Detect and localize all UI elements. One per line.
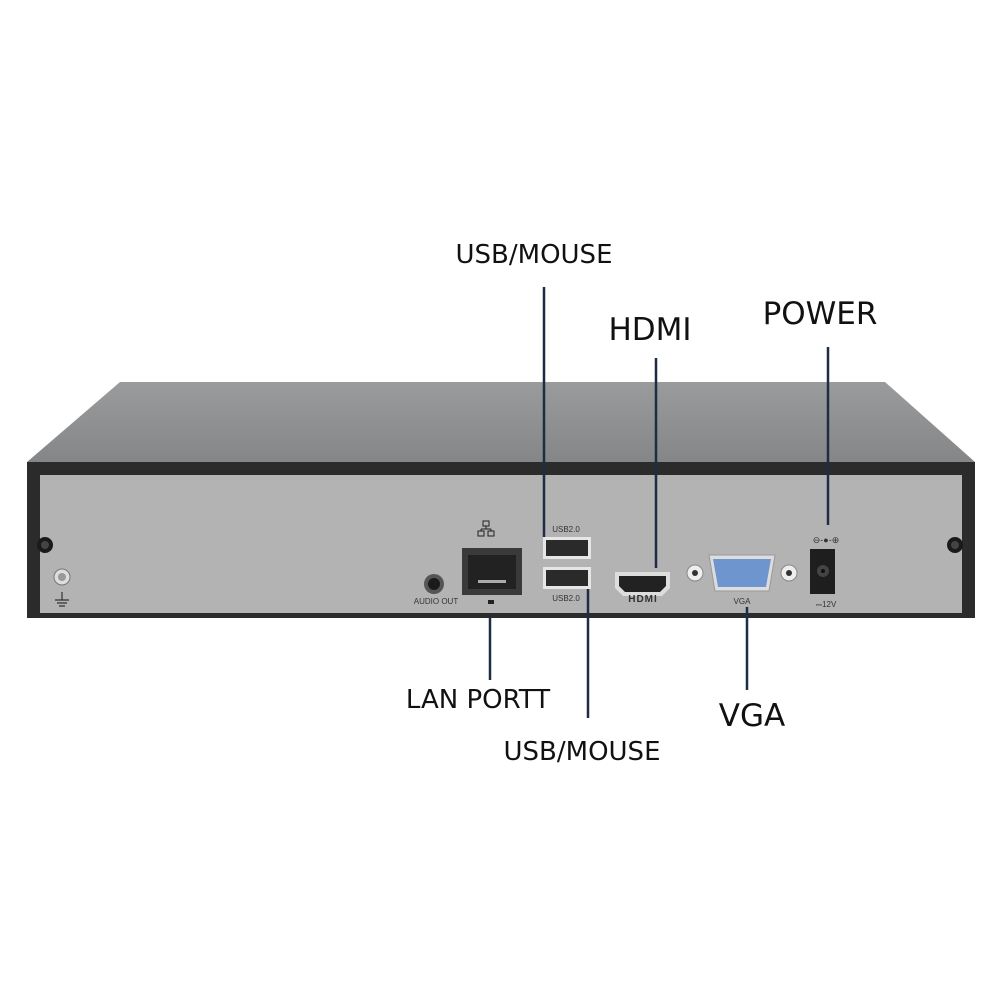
callout-lines xyxy=(488,287,830,718)
label-usb-bottom: USB2.0 xyxy=(552,594,580,603)
chassis-top xyxy=(27,382,975,462)
label-usb-top: USB2.0 xyxy=(552,525,580,534)
label-12v: ⎓12V xyxy=(815,600,837,609)
callout-power: POWER xyxy=(762,296,878,332)
power-jack xyxy=(810,549,835,594)
callout-usb-mouse-top: USB/MOUSE xyxy=(455,240,613,270)
label-vga: VGA xyxy=(733,597,751,606)
label-hdmi: HDMI xyxy=(628,594,658,605)
lan-port xyxy=(462,548,522,604)
usb-port-bottom xyxy=(543,567,591,589)
usb-port-top xyxy=(543,537,591,559)
label-audio-out: AUDIO OUT xyxy=(413,597,459,606)
screw-icon xyxy=(37,537,53,553)
audio-out-jack xyxy=(424,574,444,594)
callout-lan-port: LAN PORTT xyxy=(405,685,551,715)
ground-screw-icon xyxy=(53,568,71,607)
label-polarity: ⊖-●-⊕ xyxy=(812,535,840,545)
callout-hdmi: HDMI xyxy=(608,312,692,348)
callout-vga: VGA xyxy=(718,698,786,734)
vga-port xyxy=(686,554,798,592)
screw-icon xyxy=(947,537,963,553)
callout-usb-mouse-bottom: USB/MOUSE xyxy=(503,737,661,767)
hdmi-port xyxy=(615,572,670,596)
network-icon xyxy=(477,520,495,537)
